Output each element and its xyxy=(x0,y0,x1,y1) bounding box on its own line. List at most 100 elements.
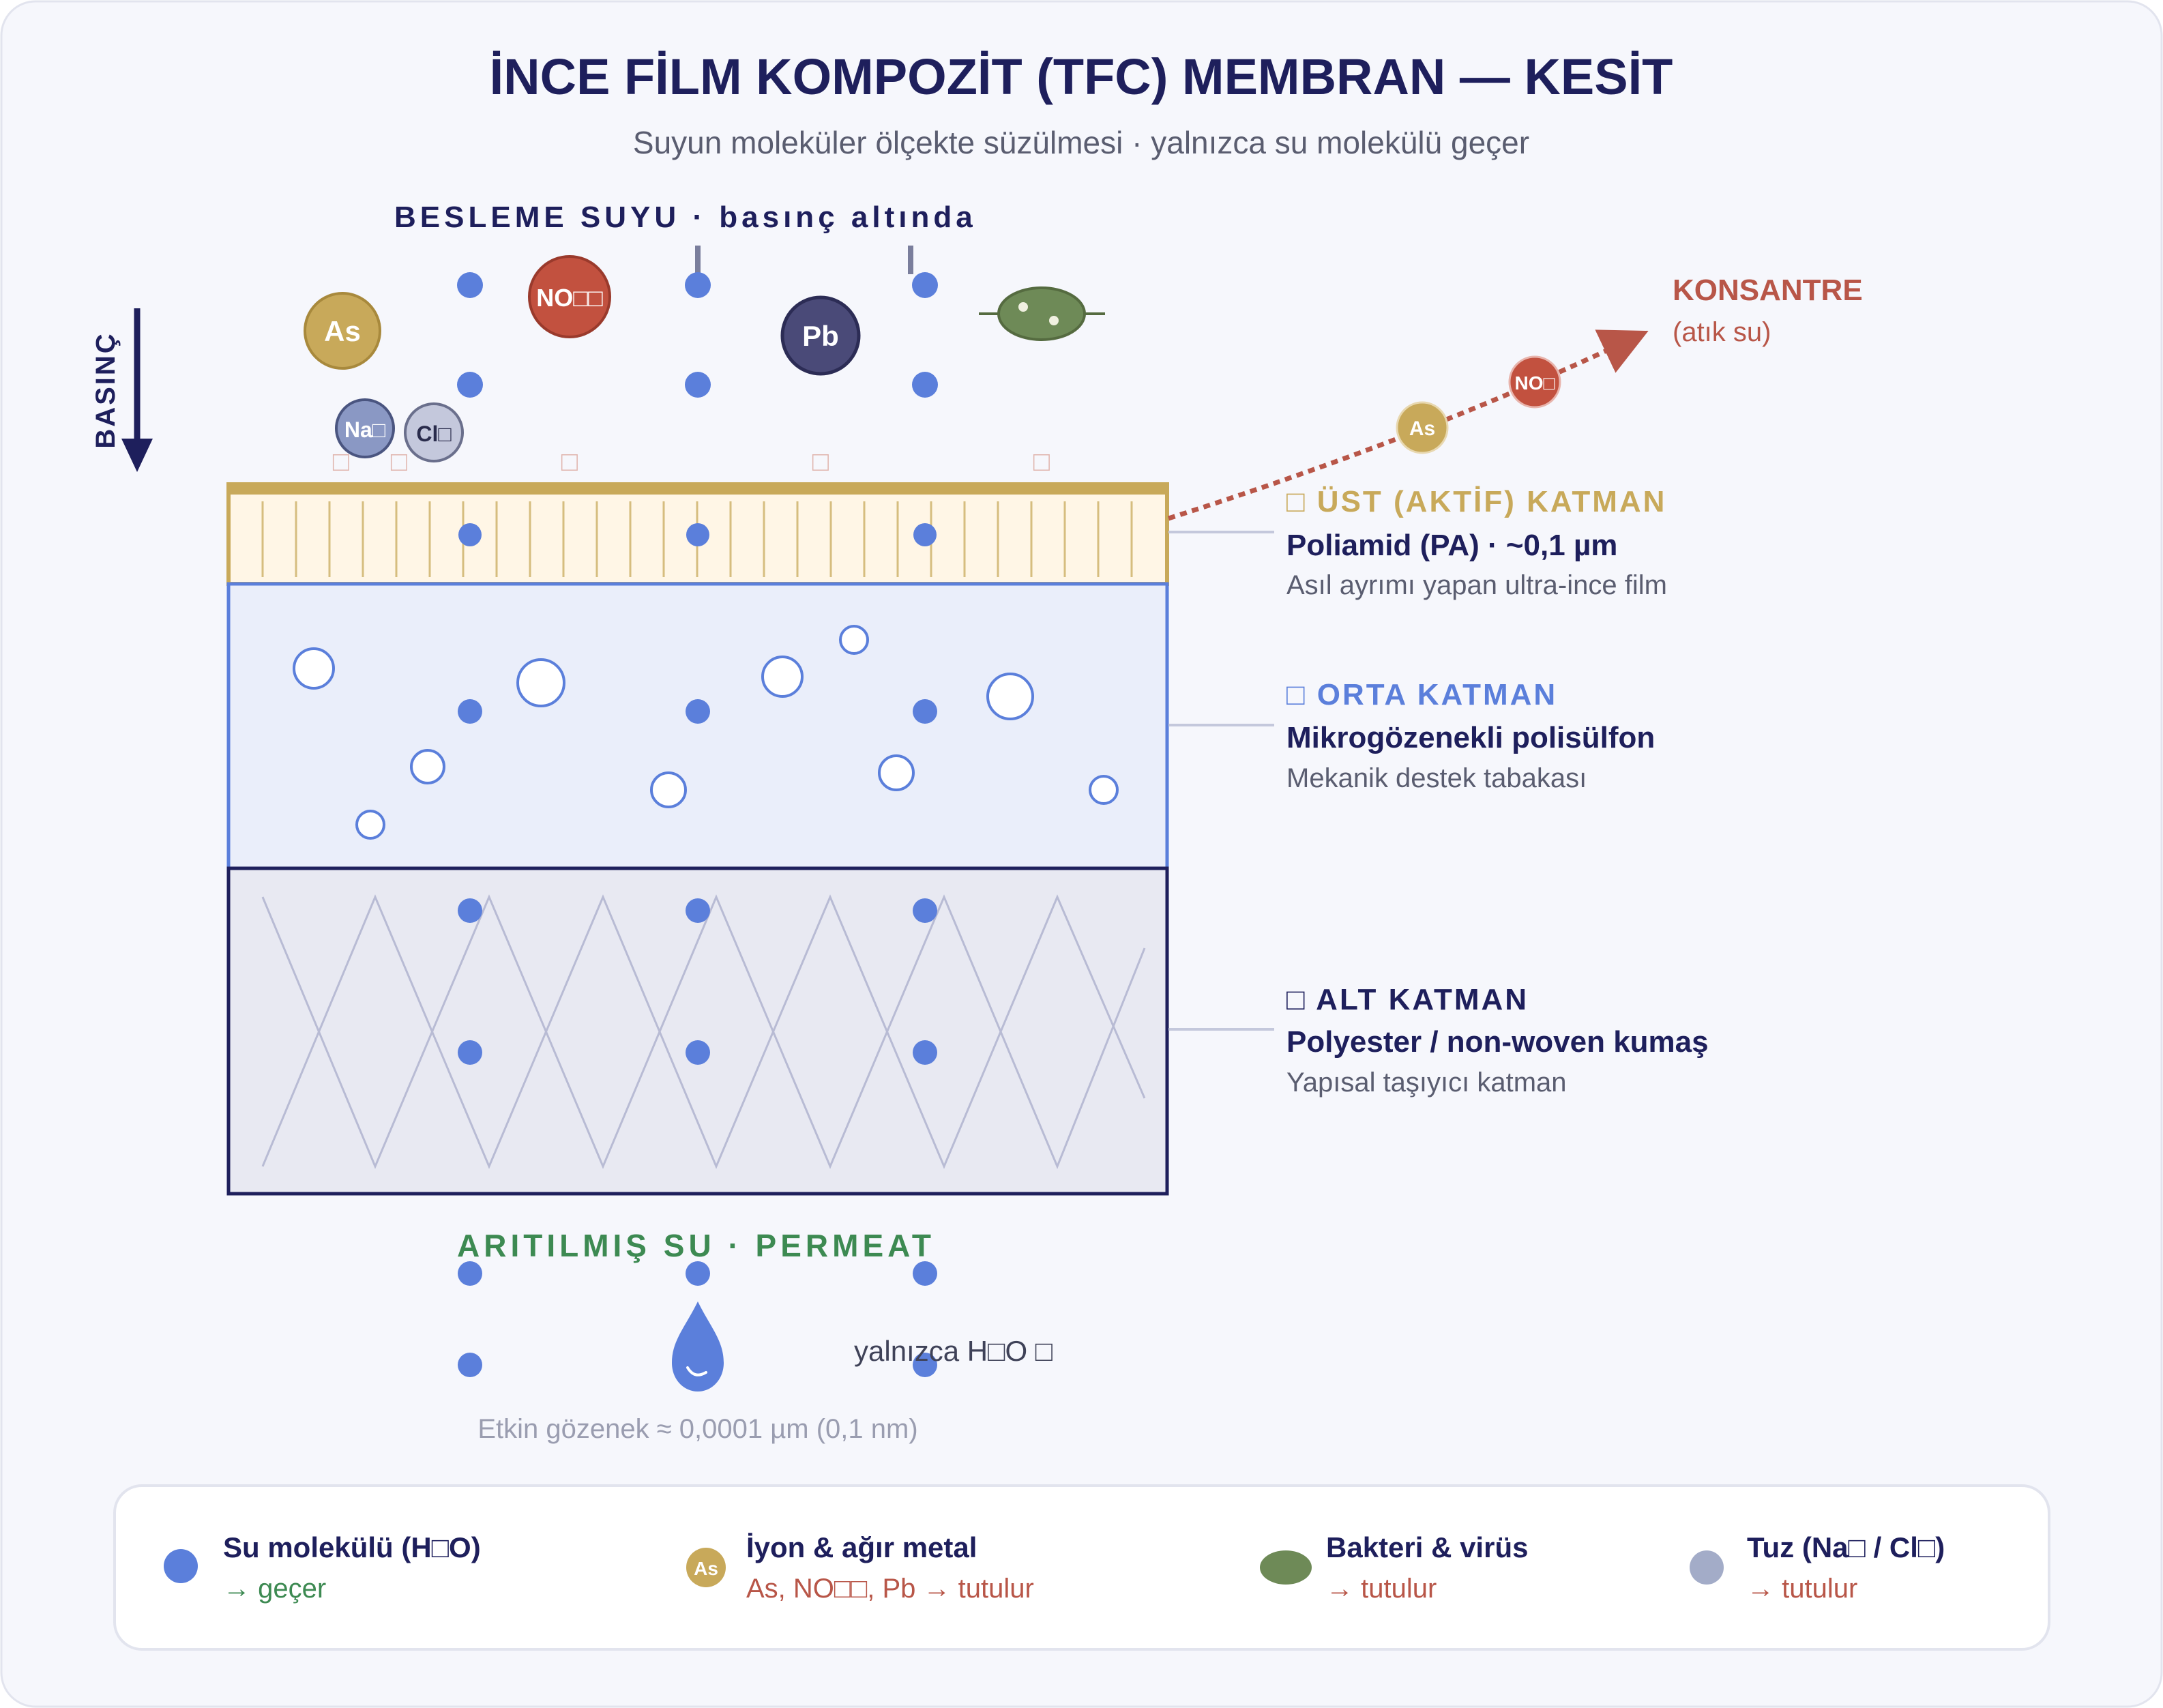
concentrate-arrow xyxy=(1167,329,1649,521)
water-molecule xyxy=(458,699,482,724)
blocked-mark: □ xyxy=(391,447,407,477)
top-layer-description: Asıl ayrımı yapan ultra-ince film xyxy=(1286,570,1667,600)
water-drop-icon xyxy=(672,1301,724,1392)
water-molecule xyxy=(458,898,482,923)
blocked-mark: □ xyxy=(333,447,349,477)
micropore xyxy=(293,647,335,690)
permeate-section: ARITILMIŞ SU · PERMEAT yalnızca H□O □ Et… xyxy=(457,1228,1053,1444)
permeate-note: yalnızca H□O □ xyxy=(854,1335,1053,1367)
micropore xyxy=(1089,775,1119,805)
concentrate-flow: As NO□ KONSANTRE (atık su) xyxy=(1167,274,1863,521)
page-title: İNCE FİLM KOMPOZİT (TFC) MEMBRAN — KESİT xyxy=(490,48,1673,105)
water-molecule xyxy=(685,272,711,298)
nitrate-particle: NO□□ xyxy=(528,255,611,338)
permeate-title: ARITILMIŞ SU · PERMEAT xyxy=(457,1228,935,1263)
legend-result: As, NO□□, Pb → tutulur xyxy=(746,1574,1034,1604)
water-molecule xyxy=(458,1261,482,1286)
micropores xyxy=(293,625,1119,840)
micropore xyxy=(761,656,804,698)
svg-text:Cl□: Cl□ xyxy=(416,422,452,446)
lead-particle: Pb xyxy=(780,295,861,376)
water-molecule xyxy=(458,1353,482,1377)
top-layer-material: Poliamid (PA) · ~0,1 µm xyxy=(1286,529,1617,562)
water-molecule xyxy=(457,272,483,298)
nonwoven-fiber xyxy=(261,894,1146,1169)
concentrate-nitrate-particle: NO□ xyxy=(1508,355,1561,409)
water-molecule xyxy=(685,372,711,398)
micropore xyxy=(878,754,915,791)
water-molecule xyxy=(686,699,710,724)
arsenic-particle: As xyxy=(304,292,381,370)
bottom-layer-label: □ ALT KATMAN Polyester / non-woven kumaş… xyxy=(1286,983,1709,1098)
blocked-mark: □ xyxy=(561,447,578,477)
legend-title: Su molekülü (H□O) xyxy=(223,1531,481,1563)
legend-result: → tutulur xyxy=(1747,1574,1857,1604)
top-layer-heading: □ ÜST (AKTİF) KATMAN xyxy=(1286,485,1666,518)
flow-tick xyxy=(695,246,701,274)
water-molecule xyxy=(686,1261,710,1286)
svg-text:As: As xyxy=(324,315,361,347)
legend-result: → tutulur xyxy=(1326,1574,1437,1604)
legend-item-salt: Tuz (Na□ / Cl□) → tutulur xyxy=(1690,1531,1945,1604)
micropore xyxy=(516,658,565,707)
middle-layer-label: □ ORTA KATMAN Mikrogözenekli polisülfon … xyxy=(1286,678,1655,793)
blocked-mark: □ xyxy=(812,447,829,477)
water-molecule xyxy=(912,372,938,398)
top-layer-label: □ ÜST (AKTİF) KATMAN Poliamid (PA) · ~0,… xyxy=(1286,485,1667,600)
bacteria-icon xyxy=(1260,1550,1312,1585)
svg-text:As: As xyxy=(694,1558,718,1579)
feed-water-molecules xyxy=(457,272,938,398)
legend-title: İyon & ağır metal xyxy=(746,1531,977,1563)
svg-text:NO□□: NO□□ xyxy=(536,284,603,312)
blocked-mark: □ xyxy=(1033,447,1050,477)
middle-layer-material: Mikrogözenekli polisülfon xyxy=(1286,721,1655,754)
water-molecule xyxy=(913,699,937,724)
micropore xyxy=(650,771,687,808)
legend-result: → geçer xyxy=(223,1574,326,1604)
svg-text:As: As xyxy=(1409,417,1435,440)
legend-box: Su molekülü (H□O) → geçer As İyon & ağır… xyxy=(113,1484,2050,1651)
concentrate-subtitle: (atık su) xyxy=(1673,317,1771,347)
salt-ion-icon xyxy=(1690,1550,1724,1585)
water-molecule xyxy=(913,898,937,923)
micropore xyxy=(410,749,445,784)
water-molecule xyxy=(913,523,937,546)
water-molecule xyxy=(913,1353,937,1377)
legend-item-heavy-metal: As İyon & ağır metal As, NO□□, Pb → tutu… xyxy=(686,1531,1034,1604)
bottom-layer-heading: □ ALT KATMAN xyxy=(1286,983,1529,1016)
bottom-layer-material: Polyester / non-woven kumaş xyxy=(1286,1025,1709,1059)
page-subtitle: Suyun moleküler ölçekte süzülmesi · yaln… xyxy=(633,125,1529,160)
polyamide-film-texture xyxy=(261,501,1133,577)
water-molecule xyxy=(686,1040,710,1065)
middle-layer-heading: □ ORTA KATMAN xyxy=(1286,678,1557,711)
heavy-metal-icon xyxy=(686,1548,726,1587)
pressure-arrow-head xyxy=(121,439,153,472)
chloride-ion: Cl□ xyxy=(404,402,464,462)
micropore xyxy=(355,810,385,840)
legend-title: Tuz (Na□ / Cl□) xyxy=(1747,1531,1945,1563)
bottom-layer-description: Yapısal taşıyıcı katman xyxy=(1286,1068,1567,1098)
blocked-markers: □ □ □ □ □ xyxy=(333,447,1050,477)
water-molecule xyxy=(457,372,483,398)
pore-size-note: Etkin gözenek ≈ 0,0001 µm (0,1 nm) xyxy=(477,1414,917,1444)
nonwoven-fiber xyxy=(261,894,1146,1169)
concentrate-arsenic-particle: As xyxy=(1396,401,1449,454)
pressure-indicator: BASINÇ xyxy=(91,308,153,472)
bottom-structural-layer xyxy=(226,866,1169,1196)
flow-tick xyxy=(908,246,913,274)
water-molecule xyxy=(913,1040,937,1065)
svg-text:Pb: Pb xyxy=(802,320,839,352)
water-molecule xyxy=(912,272,938,298)
water-molecule xyxy=(686,898,710,923)
legend-item-bacteria: Bakteri & virüs → tutulur xyxy=(1260,1531,1528,1604)
middle-support-layer xyxy=(226,582,1169,870)
concentrate-title: KONSANTRE xyxy=(1673,274,1863,307)
water-molecule xyxy=(458,523,482,546)
micropore xyxy=(986,673,1034,720)
water-molecule xyxy=(686,523,709,546)
legend-item-water: Su molekülü (H□O) → geçer xyxy=(164,1531,481,1604)
feed-water-label: BESLEME SUYU · basınç altında xyxy=(394,201,977,234)
sodium-ion: Na□ xyxy=(335,398,395,458)
svg-text:Na□: Na□ xyxy=(344,417,386,442)
